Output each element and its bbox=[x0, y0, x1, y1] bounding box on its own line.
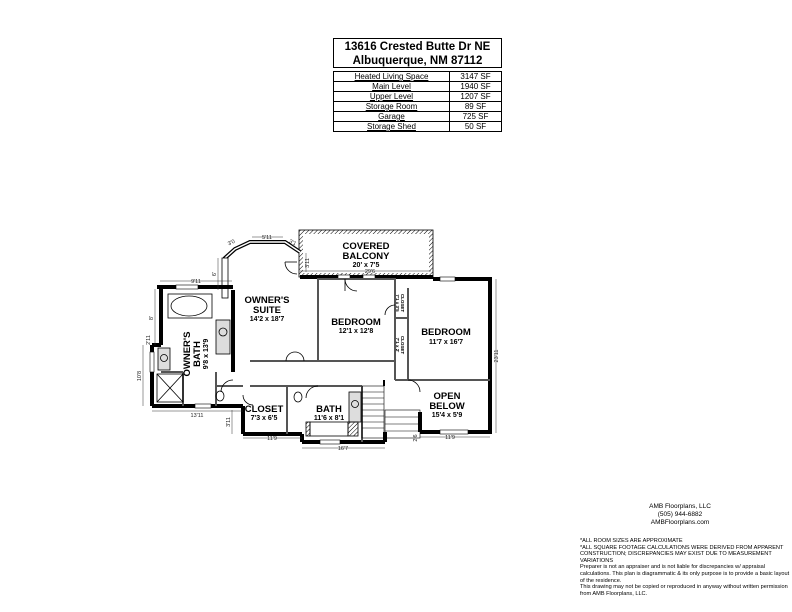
dim-bay-left: 3'0 bbox=[227, 239, 236, 247]
owners-suite-name-1: OWNER'S bbox=[244, 295, 289, 306]
dim-bath-top: 9'11 bbox=[191, 279, 201, 285]
company-info: AMB Floorplans, LLC (505) 944-6882 AMBFl… bbox=[620, 503, 740, 527]
vanity-icon bbox=[157, 347, 171, 371]
vanity-icon bbox=[348, 391, 362, 423]
disclaimer: *ALL ROOM SIZES ARE APPROXIMATE *ALL SQU… bbox=[580, 538, 790, 597]
dimension-labels: 3'0 5'11 3'1 6' 3'11 29'6 9'11 8' 2'11 1… bbox=[137, 235, 500, 452]
closet-b-name: CLOSET bbox=[400, 336, 405, 355]
room-labels: COVERED BALCONY 20' x 7'5 OWNER'S SUITE … bbox=[182, 241, 471, 422]
owners-suite-size: 14'2 x 18'7 bbox=[250, 316, 285, 323]
dim-balcony-side: 3'11 bbox=[305, 258, 311, 268]
closet-b-size: 7'1 x 2' bbox=[395, 338, 400, 353]
bath-size: 11'6 x 8'1 bbox=[314, 415, 344, 422]
balcony-name-2: BALCONY bbox=[343, 251, 391, 262]
dim-bay-right: 3'1 bbox=[288, 239, 297, 247]
dim-bottom-center: 16'7 bbox=[338, 446, 348, 452]
dim-bay-side: 6' bbox=[212, 272, 218, 276]
closet-name: CLOSET bbox=[245, 404, 284, 415]
fixtures bbox=[156, 293, 362, 437]
doors bbox=[220, 261, 421, 406]
bath-name: BATH bbox=[316, 404, 342, 415]
bedroom2-name: BEDROOM bbox=[421, 327, 471, 338]
dim-bath-left-step: 2'11 bbox=[146, 335, 152, 345]
balcony-name-1: COVERED bbox=[343, 241, 390, 252]
shower-icon bbox=[156, 373, 184, 403]
bedroom2-size: 11'7 x 16'7 bbox=[429, 339, 463, 346]
toilet-icon bbox=[293, 391, 303, 403]
bedroom1-name: BEDROOM bbox=[331, 317, 381, 328]
bathtub-icon bbox=[170, 295, 208, 317]
dim-bay-top: 5'11 bbox=[262, 235, 272, 241]
disclaimer-line: *ALL SQUARE FOOTAGE CALCULATIONS WERE DE… bbox=[580, 544, 784, 564]
dim-closet-side: 3'11 bbox=[226, 417, 232, 427]
dim-stair-step: 2'6 bbox=[413, 434, 419, 441]
owners-bath-size: 9'8 x 13'9 bbox=[203, 339, 210, 370]
bay-window bbox=[221, 240, 302, 299]
disclaimer-line: This drawing may not be copied or reprod… bbox=[580, 584, 788, 597]
dim-balcony-width: 29'6 bbox=[365, 269, 375, 275]
dim-bath-left-short: 8' bbox=[149, 316, 155, 320]
closet-a-name: CLOSET bbox=[400, 294, 405, 313]
open-below-size: 15'4 x 5'9 bbox=[432, 412, 463, 419]
windows bbox=[149, 274, 469, 445]
dim-bottom-left: 11'9 bbox=[267, 436, 277, 442]
closet-a-size: 7'1 x 3'5 bbox=[395, 294, 400, 312]
bathtub-icon bbox=[309, 421, 349, 437]
owners-suite-name-2: SUITE bbox=[253, 305, 281, 316]
open-below-name-1: OPEN bbox=[434, 391, 461, 402]
company-name: AMB Floorplans, LLC bbox=[649, 503, 711, 510]
address-line-1: 13616 Crested Butte Dr NE bbox=[344, 41, 491, 53]
dim-bath-bottom: 13'11 bbox=[191, 413, 204, 419]
company-phone: (505) 944-6882 bbox=[657, 511, 703, 518]
staircase bbox=[361, 380, 421, 439]
toilet-icon bbox=[215, 390, 225, 402]
address-line-2: Albuquerque, NM 87112 bbox=[352, 55, 483, 67]
dim-bath-left-tall: 10'8 bbox=[137, 371, 143, 381]
disclaimer-line: Preparer is not an appraiser and is not … bbox=[580, 564, 790, 584]
balcony-size: 20' x 7'5 bbox=[353, 262, 380, 269]
owners-bath-name-2: BATH bbox=[192, 341, 203, 367]
closet-size: 7'3 x 6'5 bbox=[251, 415, 278, 422]
bedroom1-size: 12'1 x 12'8 bbox=[339, 328, 374, 335]
disclaimer-line: *ALL ROOM SIZES ARE APPROXIMATE bbox=[580, 538, 683, 544]
owners-bath-name-1: OWNER'S bbox=[182, 331, 193, 376]
dim-bottom-right: 11'9 bbox=[445, 435, 455, 441]
dimension-lines bbox=[142, 236, 497, 449]
vanity-icon bbox=[215, 319, 231, 355]
dim-right-side: 23'11 bbox=[494, 350, 500, 363]
address-header: 13616 Crested Butte Dr NE Albuquerque, N… bbox=[333, 38, 502, 68]
area-value: 50 SF bbox=[449, 121, 502, 132]
company-website: AMBFloorplans.com bbox=[650, 519, 710, 526]
open-below-name-2: BELOW bbox=[429, 401, 464, 412]
